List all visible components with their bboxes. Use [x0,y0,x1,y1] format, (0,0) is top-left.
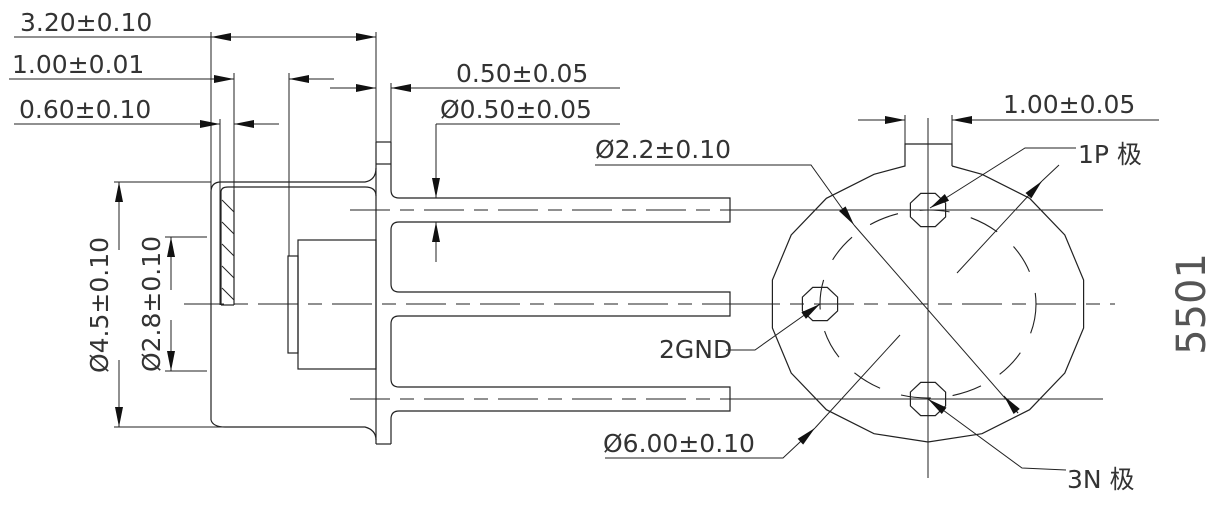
svg-text:1P 极: 1P 极 [1078,140,1142,169]
svg-text:Ø2.8±0.10: Ø2.8±0.10 [137,236,166,372]
window-hatch [221,199,235,301]
dim-overall-length: 3.20±0.10 [14,8,377,420]
side-view: 3.20±0.10 1.00±0.01 0.50±0.05 0.60±0.10 [9,8,740,445]
svg-text:Ø0.50±0.05: Ø0.50±0.05 [440,95,592,124]
flange [375,141,400,445]
dim-window-thickness: 0.60±0.10 [14,95,279,305]
dim-flange-diameter: Ø6.00±0.10 [603,164,1060,459]
svg-text:Ø6.00±0.10: Ø6.00±0.10 [603,429,755,458]
svg-text:Ø4.5±0.10: Ø4.5±0.10 [85,237,114,373]
pin-2-callout: 2GND [659,303,821,364]
flange-outline [771,143,1085,443]
dim-pin-circle: Ø2.2±0.10 [595,135,1020,414]
svg-text:3N 极: 3N 极 [1067,465,1135,494]
dim-cap-diameter: Ø4.5±0.10 [85,181,225,428]
svg-text:Ø2.2±0.10: Ø2.2±0.10 [595,135,731,164]
pin-hole-2 [801,286,839,322]
svg-text:2GND: 2GND [659,335,732,364]
dim-flange-thickness: 0.50±0.05 [330,59,620,142]
pin-3-callout: 3N 极 [927,398,1135,494]
dim-pin-diameter: Ø0.50±0.05 [432,95,620,262]
dim-window-diameter: Ø2.8±0.10 [137,236,207,372]
model-number: 5501 [1169,253,1215,355]
svg-text:1.00±0.05: 1.00±0.05 [1003,90,1135,119]
pin-1-callout: 1P 极 [929,140,1142,209]
dim-tab-width: 1.00±0.05 [858,90,1159,144]
svg-text:0.50±0.05: 0.50±0.05 [456,59,588,88]
svg-text:0.60±0.10: 0.60±0.10 [19,95,151,124]
end-view: 1.00±0.05 Ø2.2±0.10 Ø6.00±0.10 1P 极 [595,90,1215,494]
svg-text:1.00±0.01: 1.00±0.01 [12,50,144,79]
pin-hole-3 [909,381,947,417]
svg-text:3.20±0.10: 3.20±0.10 [20,8,152,37]
